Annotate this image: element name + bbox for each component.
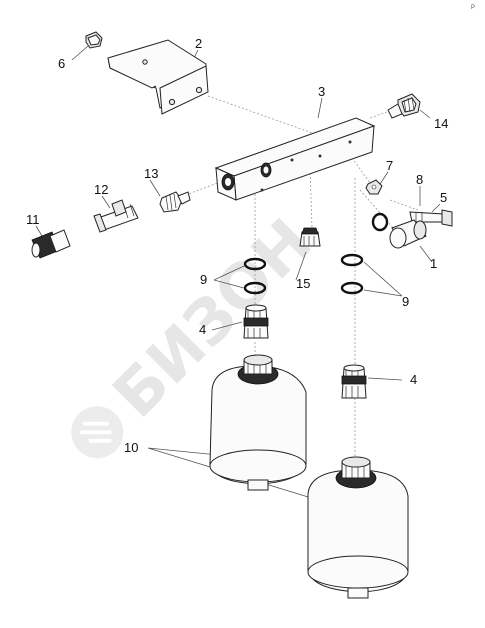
leader-label-5 — [431, 203, 441, 213]
leader-label-12 — [101, 195, 111, 209]
label-8: 8 — [416, 172, 423, 187]
label-15: 15 — [296, 276, 310, 291]
label-14: 14 — [434, 116, 448, 131]
watermark-logo — [71, 406, 124, 459]
part-4-adapter-right — [341, 364, 367, 399]
label-4-left: 4 — [199, 322, 206, 337]
part-12-tee — [93, 199, 139, 233]
part-15-fitting — [299, 227, 321, 247]
label-13: 13 — [144, 166, 158, 181]
leader-label-3 — [317, 97, 323, 119]
leader-label-13 — [149, 179, 161, 197]
label-2: 2 — [195, 36, 202, 51]
leader-label-4-right — [367, 377, 403, 381]
part-7-nut — [365, 179, 383, 195]
part-o-ring-small — [371, 212, 389, 232]
corner-mark: P — [471, 5, 475, 11]
part-13-fitting — [159, 191, 191, 213]
label-1: 1 — [430, 256, 437, 271]
part-10-accumulator-left — [209, 354, 307, 491]
label-10: 10 — [124, 440, 138, 455]
label-9-right: 9 — [402, 294, 409, 309]
label-11: 11 — [26, 212, 40, 227]
part-10-accumulator-right — [307, 456, 409, 599]
leader-bracket-to-block — [207, 95, 319, 136]
leader-label-15 — [295, 251, 307, 281]
label-6: 6 — [58, 56, 65, 71]
label-5: 5 — [440, 190, 447, 205]
part-2-bracket — [107, 39, 209, 115]
label-12: 12 — [94, 182, 108, 197]
leader-label-6 — [71, 45, 89, 61]
leader-13-to-block — [177, 181, 221, 199]
leader-label-9-left — [213, 265, 245, 289]
part-6-nut — [85, 31, 103, 49]
leader-label-11 — [35, 225, 43, 237]
label-9-left: 9 — [200, 272, 207, 287]
part-5-bolt — [409, 209, 453, 227]
position-labels: 1 2 3 4 4 5 6 7 8 9 9 10 11 12 13 14 15 — [26, 36, 448, 455]
label-3: 3 — [318, 84, 325, 99]
part-9-o-rings-right — [340, 253, 364, 295]
leader-label-14 — [419, 109, 431, 119]
part-3-hydraulic-block — [214, 117, 376, 201]
leader-5-axis — [389, 199, 419, 211]
part-11-coupling — [31, 229, 71, 259]
leader-label-1 — [419, 245, 433, 263]
label-7: 7 — [386, 158, 393, 173]
leader-label-4-left — [211, 321, 243, 331]
leader-label-7 — [379, 171, 389, 185]
part-14-fitting — [387, 93, 421, 119]
label-4-right: 4 — [410, 372, 417, 387]
part-1-cap — [389, 219, 427, 249]
part-9-o-rings-left — [243, 257, 267, 295]
leader-1-axis — [359, 189, 396, 231]
axis-15 — [309, 164, 313, 229]
leader-label-9-right — [363, 261, 403, 297]
part-4-adapter-left — [243, 304, 269, 339]
